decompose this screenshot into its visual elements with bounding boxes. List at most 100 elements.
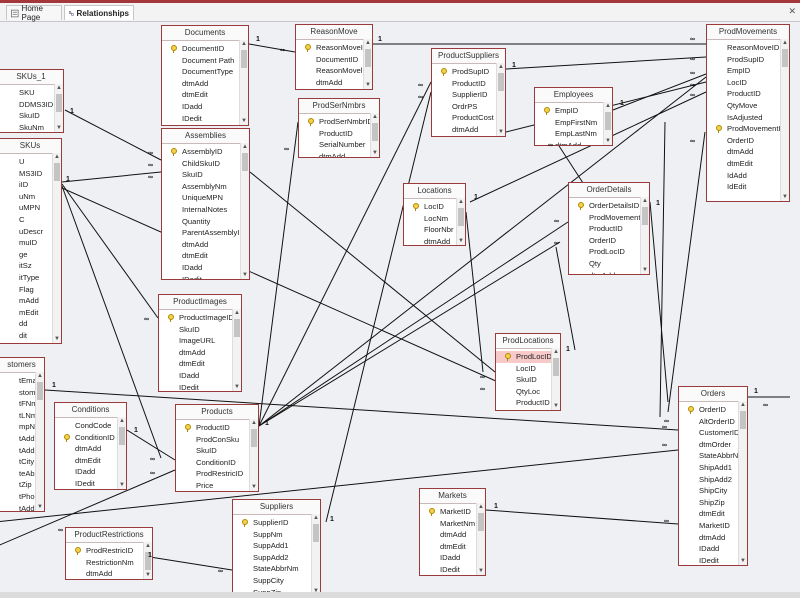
relationship-line[interactable] [0, 469, 176, 547]
scroll-thumb[interactable] [740, 411, 746, 429]
table-title[interactable]: Products [176, 405, 258, 420]
scroll-up-icon[interactable]: ▲ [478, 504, 484, 510]
field-item[interactable]: IdAdd [707, 170, 789, 182]
table-title[interactable]: OrderDetails [569, 183, 649, 198]
field-item[interactable]: iID [0, 179, 61, 191]
field-item[interactable]: uNm [0, 191, 61, 203]
field-item[interactable]: stomerID [0, 387, 44, 399]
field-item[interactable]: ConditionID [55, 432, 126, 444]
field-item[interactable]: teAbbrNm [0, 468, 44, 480]
scroll-down-icon[interactable]: ▼ [458, 238, 464, 244]
table-title[interactable]: Employees [535, 88, 612, 103]
field-item[interactable]: dtmAdd [162, 239, 249, 251]
field-item[interactable]: LocID [496, 363, 560, 375]
relationship-line[interactable] [258, 121, 299, 427]
field-item[interactable]: ProdRestricID [66, 545, 152, 557]
scroll-down-icon[interactable]: ▼ [54, 336, 60, 342]
field-scrollbar[interactable]: ▲▼ [311, 514, 320, 595]
scroll-thumb[interactable] [37, 382, 43, 400]
field-item[interactable]: Flag [0, 284, 61, 296]
scroll-up-icon[interactable]: ▲ [251, 420, 257, 426]
field-scrollbar[interactable]: ▲▼ [738, 401, 747, 565]
field-item[interactable]: ShipAdd1 [679, 462, 747, 474]
field-item[interactable]: ShipAdd2 [679, 474, 747, 486]
field-item[interactable]: dtmEdit [420, 541, 485, 553]
scroll-thumb[interactable] [458, 208, 464, 226]
field-scrollbar[interactable]: ▲▼ [603, 102, 612, 145]
scroll-thumb[interactable] [372, 123, 378, 141]
scroll-down-icon[interactable]: ▼ [478, 568, 484, 574]
field-item[interactable]: MarketID [420, 506, 485, 518]
field-scrollbar[interactable]: ▲▼ [35, 372, 44, 511]
field-item[interactable]: tCity [0, 456, 44, 468]
field-scrollbar[interactable]: ▲▼ [143, 542, 152, 579]
table-title[interactable]: Conditions [55, 403, 126, 418]
field-item[interactable]: SuppZip [233, 587, 320, 595]
field-item[interactable]: DocumentType [162, 66, 248, 78]
field-item[interactable]: CustomerID [679, 427, 747, 439]
field-item[interactable]: tLNm [0, 410, 44, 422]
field-item[interactable]: IDadd [162, 101, 248, 113]
field-item[interactable]: IDedit [420, 564, 485, 575]
scroll-down-icon[interactable]: ▼ [241, 118, 247, 124]
field-item[interactable]: dtmAdd [296, 77, 372, 89]
field-item[interactable]: Quantity [162, 216, 249, 228]
field-item[interactable]: dtmAdd [55, 443, 126, 455]
scroll-thumb[interactable] [242, 153, 248, 171]
field-item[interactable]: dtmEdit [707, 158, 789, 170]
field-item[interactable]: ProductID [176, 422, 258, 434]
field-item[interactable]: IDedit [162, 274, 249, 279]
field-scrollbar[interactable]: ▲▼ [363, 39, 372, 89]
field-item[interactable]: ProdSerNmbrID [299, 116, 379, 128]
field-item[interactable]: mEdit [0, 307, 61, 319]
field-item[interactable]: DocumentID [162, 43, 248, 55]
scroll-up-icon[interactable]: ▲ [54, 154, 60, 160]
field-item[interactable]: MS3ID [0, 168, 61, 180]
field-item[interactable]: SkuID [162, 169, 249, 181]
scroll-up-icon[interactable]: ▲ [642, 198, 648, 204]
field-item[interactable]: uDescr [0, 226, 61, 238]
field-scrollbar[interactable]: ▲▼ [117, 417, 126, 489]
field-item[interactable]: Qty [569, 258, 649, 270]
field-item[interactable]: dtmEdit [162, 89, 248, 101]
scroll-thumb[interactable] [605, 112, 611, 130]
field-item[interactable]: ReasonMoveID [707, 42, 789, 54]
field-scrollbar[interactable]: ▲▼ [54, 84, 63, 132]
scroll-down-icon[interactable]: ▼ [782, 194, 788, 200]
field-item[interactable]: C [0, 214, 61, 226]
field-item[interactable]: Price [176, 480, 258, 491]
field-item[interactable]: itType [0, 272, 61, 284]
field-item[interactable]: dtmAdd [535, 140, 612, 145]
field-item[interactable]: ProductID [496, 397, 560, 409]
field-item[interactable]: LocID [707, 77, 789, 89]
scroll-up-icon[interactable]: ▲ [37, 373, 43, 379]
field-item[interactable]: ge [0, 249, 61, 261]
table-title[interactable]: stomers [0, 358, 44, 373]
scroll-up-icon[interactable]: ▲ [313, 515, 319, 521]
field-item[interactable]: dtmOrder [679, 439, 747, 451]
scroll-thumb[interactable] [478, 513, 484, 531]
scroll-thumb[interactable] [553, 358, 559, 376]
table-customers[interactable]: stomerstEmailstomerIDtFNmtLNmmpNmtAdd1tA… [0, 357, 45, 512]
field-item[interactable]: EmpLastNm [535, 128, 612, 140]
scroll-thumb[interactable] [56, 94, 62, 112]
field-scrollbar[interactable]: ▲▼ [456, 198, 465, 245]
field-item[interactable]: ProdRestricID [176, 468, 258, 480]
field-item[interactable]: LocID [404, 201, 465, 213]
table-title[interactable]: ProductImages [159, 295, 241, 310]
field-item[interactable]: OrderID [569, 235, 649, 247]
field-item[interactable]: AssemblyID [162, 146, 249, 158]
field-item[interactable]: tPhoNum [0, 491, 44, 503]
relationship-line[interactable] [149, 556, 233, 571]
scroll-thumb[interactable] [365, 49, 371, 67]
field-item[interactable]: SkuID [176, 445, 258, 457]
table-title[interactable]: Documents [162, 26, 248, 41]
field-item[interactable]: SuppCity [233, 575, 320, 587]
scroll-thumb[interactable] [313, 524, 319, 542]
field-item[interactable]: ProdMovement [569, 212, 649, 224]
